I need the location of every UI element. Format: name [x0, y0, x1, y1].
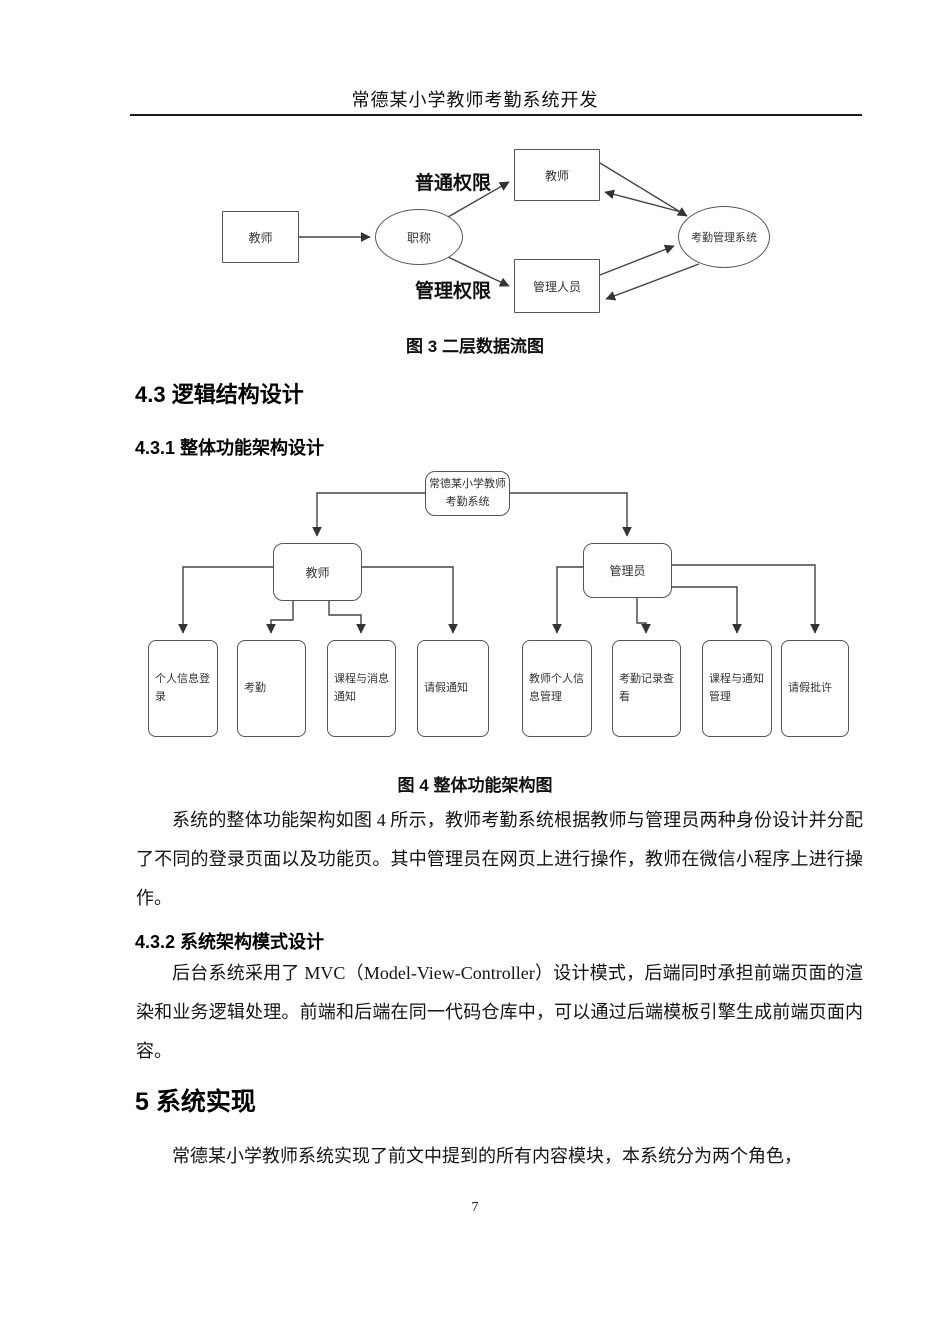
wire-teacher-to-child2	[266, 601, 294, 634]
fig4-leaf-attendance: 考勤	[237, 640, 306, 737]
paragraph-mvc-pattern: 后台系统采用了 MVC（Model-View-Controller）设计模式，后…	[136, 963, 863, 1061]
wire-root-to-admin	[510, 492, 632, 537]
fig3-label-normal-permission: 普通权限	[414, 173, 491, 194]
fig3-node-attendance-system: 考勤管理系统	[678, 206, 770, 268]
arrow-admin-role-to-system	[599, 244, 675, 276]
figure3-connectors	[299, 162, 700, 301]
fig4-leaf-teacher-info-mgmt: 教师个人信息管理	[522, 640, 592, 737]
fig4-leaf-personal-info-login: 个人信息登录	[148, 640, 218, 737]
figure4-architecture-diagram: 常德某小学教师 考勤系统 教师 管理员 个人信息登录 考勤 课程与消息通知 请假…	[143, 468, 855, 740]
fig3-node-teacher-source: 教师	[222, 211, 299, 263]
fig4-leaf-attendance-record-view: 考勤记录查看	[612, 640, 681, 737]
paragraph-implementation-intro: 常德某小学教师系统实现了前文中提到的所有内容模块，本系统分为两个角色，	[172, 1146, 802, 1166]
wire-root-to-teacher	[312, 492, 425, 537]
fig4-node-teacher-branch: 教师	[273, 543, 362, 601]
fig3-node-title-decision: 职称	[375, 209, 463, 265]
arrow-teacher-role-to-system	[599, 162, 688, 217]
figure4-caption: 图 4 整体功能架构图	[397, 776, 553, 795]
arrow-system-to-admin-role	[605, 263, 700, 301]
heading-5: 5 系统实现	[135, 1088, 256, 1116]
wire-admin-to-child1	[552, 566, 583, 634]
wire-teacher-to-child4	[362, 566, 458, 634]
wire-teacher-to-child1	[178, 566, 273, 634]
page-header-title: 常德某小学教师考勤系统开发	[351, 90, 599, 110]
wire-admin-to-child3	[672, 586, 742, 634]
arrow-title-to-admin-role	[447, 256, 510, 287]
heading-4-3-2: 4.3.2 系统架构模式设计	[135, 932, 325, 952]
fig3-label-admin-permission: 管理权限	[414, 281, 491, 302]
page-number: 7	[471, 1200, 479, 1215]
wire-teacher-to-child3	[328, 601, 366, 634]
figure4-connectors	[178, 492, 820, 634]
fig3-node-admin-role: 管理人员	[514, 259, 600, 313]
figure3-dataflow-diagram: 教师 职称 普通权限 管理权限 教师 管理人员 考勤管理系统	[210, 136, 775, 321]
wire-admin-to-child2	[636, 598, 651, 634]
fig3-node-teacher-role: 教师	[514, 149, 600, 201]
header-rule	[130, 114, 862, 116]
figure3-caption: 图 3 二层数据流图	[406, 337, 544, 356]
paragraph-architecture-overview: 系统的整体功能架构如图 4 所示，教师考勤系统根据教师与管理员两种身份设计并分配…	[136, 810, 863, 908]
heading-4-3: 4.3 逻辑结构设计	[135, 382, 304, 407]
fig4-node-root: 常德某小学教师 考勤系统	[425, 471, 510, 516]
fig4-leaf-course-notice-mgmt: 课程与通知管理	[702, 640, 772, 737]
fig4-leaf-course-message-notice: 课程与消息通知	[327, 640, 396, 737]
fig4-node-admin-branch: 管理员	[583, 543, 672, 598]
fig4-leaf-leave-approval: 请假批许	[781, 640, 849, 737]
arrow-title-to-teacher-role	[447, 181, 510, 218]
heading-4-3-1: 4.3.1 整体功能架构设计	[135, 438, 325, 458]
arrow-system-to-teacher-role	[604, 189, 682, 213]
wire-admin-to-child4	[672, 564, 820, 634]
fig4-leaf-leave-notice: 请假通知	[417, 640, 489, 737]
